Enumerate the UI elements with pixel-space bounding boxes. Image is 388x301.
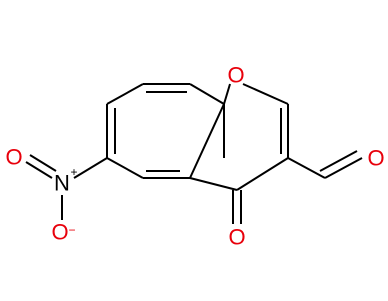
benzene-bond-c7-c8a xyxy=(189,83,225,105)
nitro-oxygen-bottom-label: O xyxy=(51,220,68,245)
pyranone-bond-c3-c4 xyxy=(236,157,289,191)
benzene-bond-c8a-c4a xyxy=(189,103,225,179)
nitro-bond-n-o-left-2 xyxy=(29,154,57,172)
nitro-oxygen-left-label: O xyxy=(5,145,22,170)
nitro-bond-n-o-left-1 xyxy=(25,161,53,179)
nitro-nitrogen-charge: + xyxy=(70,165,77,179)
ketone-oxygen-label: O xyxy=(228,225,245,250)
bond-lines xyxy=(25,83,363,224)
nitro-nitrogen-label: N xyxy=(54,171,70,196)
aldehyde-bond-c-o-2 xyxy=(319,150,358,172)
ring-oxygen-label: O xyxy=(227,63,244,88)
benzene-bond-c5-c6-lower xyxy=(106,157,144,179)
nitro-oxygen-bottom-charge: − xyxy=(68,223,75,237)
aldehyde-oxygen-label: O xyxy=(367,146,384,171)
aldehyde-bond-c3-cho xyxy=(287,157,326,179)
pyranone-bond-c8a-o1 xyxy=(223,83,231,105)
nitro-bond-c6-n xyxy=(73,157,108,179)
benzene-bond-c5-c6 xyxy=(106,83,144,105)
pyranone-bond-o1-c2 xyxy=(242,83,289,105)
aldehyde-bond-c-o-1 xyxy=(324,157,363,179)
pyranone-bond-c4-c4a xyxy=(189,177,238,191)
atom-labels: O O O N + O O − xyxy=(5,63,384,250)
